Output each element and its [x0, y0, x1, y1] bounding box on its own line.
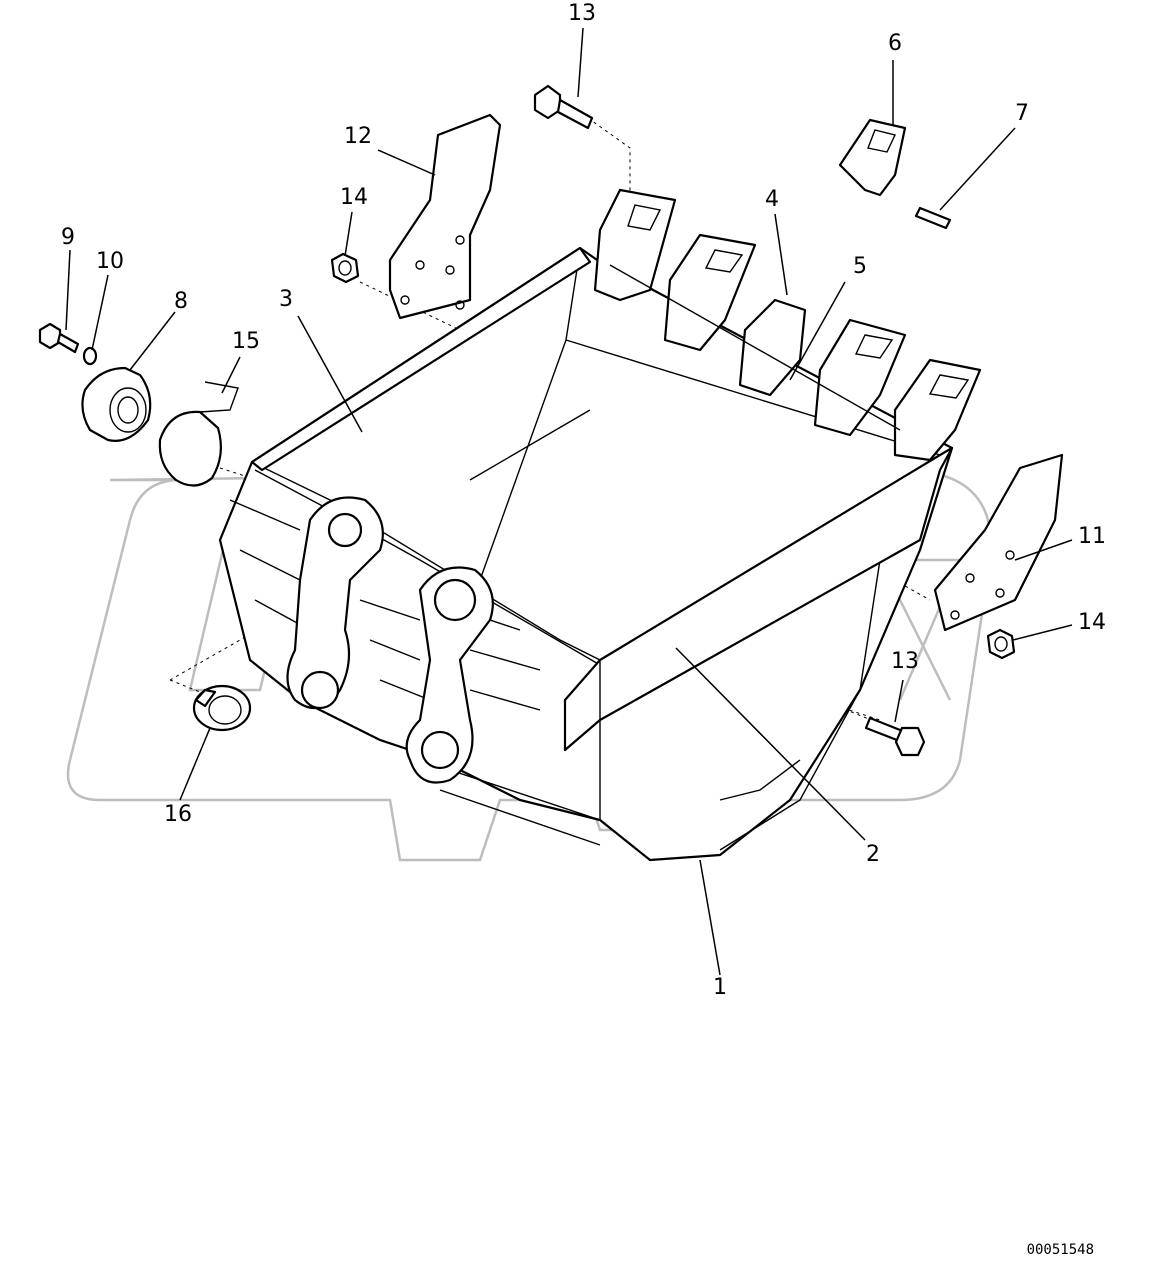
- callout-labels: 1 2 3 4 5 6 7 8 9 10 11 12 13 13 14 14 1…: [61, 1, 1106, 1000]
- bolt-13-top: [533, 84, 594, 130]
- bushing-16: [192, 684, 252, 732]
- boss-8: [81, 366, 152, 442]
- callout-13-top: 13: [568, 1, 596, 26]
- pin-7: [914, 206, 952, 230]
- callout-13-bottom: 13: [891, 649, 919, 674]
- callout-8: 8: [174, 289, 188, 314]
- callout-11: 11: [1078, 524, 1106, 549]
- side-cutter-left: [388, 113, 502, 320]
- callout-6: 6: [888, 31, 902, 56]
- callout-9: 9: [61, 225, 75, 250]
- callout-14-left: 14: [340, 185, 368, 210]
- washer-10: [82, 346, 98, 366]
- bucket-teeth: [593, 188, 982, 462]
- drawing-number: 00051548: [1027, 1242, 1094, 1258]
- callout-1: 1: [713, 975, 727, 1000]
- bucket-side-plate-right: [563, 446, 954, 752]
- callout-7: 7: [1015, 101, 1029, 126]
- bracket-right: [405, 566, 494, 784]
- side-cutter-right: [933, 453, 1064, 632]
- callout-16: 16: [164, 802, 192, 827]
- callout-15: 15: [232, 329, 260, 354]
- shim-15: [158, 381, 239, 487]
- callout-2: 2: [866, 842, 880, 867]
- callout-4: 4: [765, 187, 779, 212]
- bracket-left: [286, 496, 384, 710]
- callout-5: 5: [853, 254, 867, 279]
- callout-14-right: 14: [1078, 610, 1106, 635]
- callout-3: 3: [279, 287, 293, 312]
- leader-lines: [65, 27, 1073, 976]
- bolt-13-bottom: [864, 716, 926, 757]
- nut-14-left: [330, 252, 360, 284]
- bolt-9: [38, 322, 80, 354]
- callout-10: 10: [96, 249, 124, 274]
- callout-12: 12: [344, 124, 372, 149]
- nut-14-right: [986, 628, 1016, 660]
- bucket-side-plate-left: [250, 246, 592, 472]
- tooth-6: [838, 118, 907, 197]
